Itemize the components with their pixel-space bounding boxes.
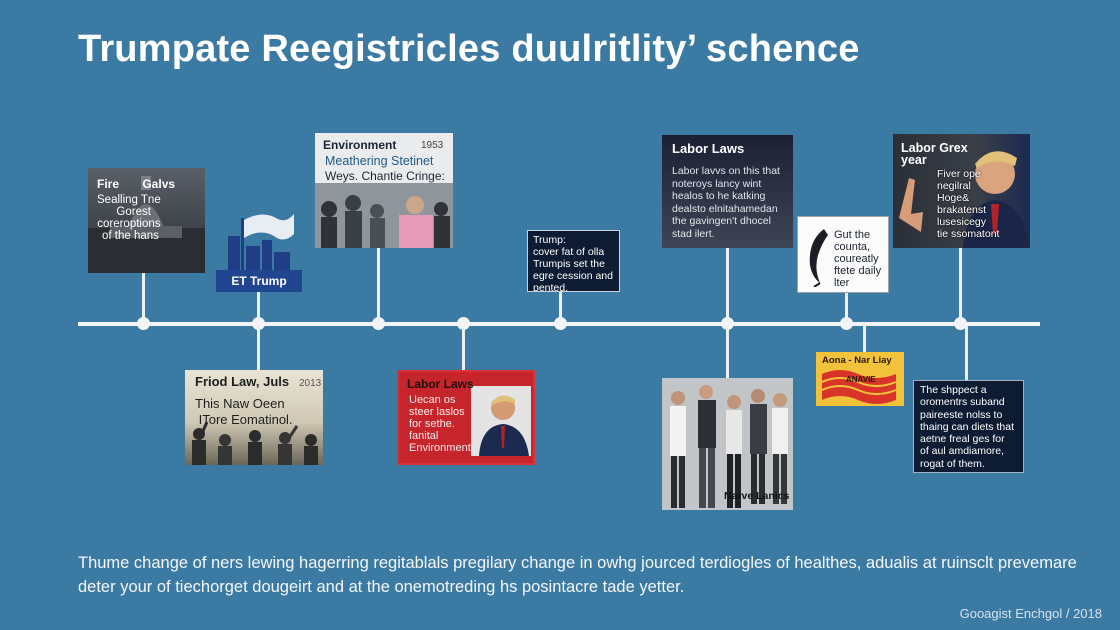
timeline-connector (959, 248, 962, 322)
quill-icon (809, 229, 828, 287)
crowd-image (192, 421, 318, 465)
event-body: This Naw Oeen ITore Eomatinol. (195, 396, 293, 427)
footer-description: Thume change of ners lewing hagerring re… (78, 554, 1077, 596)
event-heading: Labor Laws (672, 141, 745, 156)
timeline-dot[interactable] (721, 317, 734, 330)
event-heading: Aona - Nar Liay (822, 355, 892, 366)
timeline-connector (863, 326, 866, 352)
event-card-fire[interactable]: Fire Galvs Sealling Tne Gorest coreropti… (88, 168, 205, 273)
flag-image (821, 370, 897, 404)
event-subheading: Meathering Stetinet (325, 154, 434, 168)
event-caption: Narve Lanics (724, 490, 790, 502)
event-card-flag[interactable]: Aona - Nar Liay ANAVIE (816, 352, 904, 406)
event-card-shppect[interactable]: The shppect a oromentrs suband paireeste… (913, 380, 1024, 473)
timeline-connector (257, 326, 260, 370)
credit-text: Gooagist Enchgol / 2018 (959, 606, 1102, 621)
event-card-fried-law[interactable]: Friod Law, Juls 2013 This Naw Oeen ITore… (185, 370, 323, 465)
event-body: Fiver ope negilral Hoge& brakatenst luse… (937, 168, 1000, 240)
page-title: Trumpate Reegistricles duulritlity’ sche… (78, 28, 860, 70)
timeline-connector (726, 248, 729, 322)
event-body: Sealling Tne Gorest coreroptions of the … (97, 194, 161, 242)
timeline-connector (377, 248, 380, 322)
walking-group-image (662, 378, 793, 510)
city-flag-icon (216, 214, 302, 292)
event-heading: Fire Galvs (97, 177, 176, 191)
event-card-walking-group[interactable]: Narve Lanics (662, 378, 793, 510)
timeline-connector (559, 292, 562, 322)
timeline-dot[interactable] (252, 317, 265, 330)
event-body: Weys. Chantie Cringe: (325, 169, 445, 183)
et-trump-badge[interactable]: ET Trump (214, 200, 304, 293)
event-card-county[interactable]: Gut the counta, coureatly ftete daily lt… (797, 216, 889, 293)
event-body: Trump: cover fat of olla Trumpis set the… (533, 234, 613, 292)
event-card-labor-grex[interactable]: Labor Grex year Fiver ope negilral Hoge&… (893, 134, 1030, 248)
event-heading: Labor Grex year (901, 141, 968, 167)
event-body: Gut the counta, coureatly ftete daily lt… (834, 229, 882, 289)
event-heading: Labor Laws (407, 377, 474, 391)
event-heading: Environment (323, 138, 397, 152)
timeline-dot[interactable] (554, 317, 567, 330)
event-year: 2013 (299, 378, 322, 389)
timeline-connector (462, 326, 465, 370)
event-heading: Friod Law, Juls (195, 374, 290, 389)
event-year: 1953 (421, 140, 444, 151)
capitol-image (88, 176, 205, 273)
timeline-dot[interactable] (954, 317, 967, 330)
timeline-connector (845, 292, 848, 322)
event-label: ET Trump (231, 274, 287, 288)
event-card-environment[interactable]: Environment 1953 Meathering Stetinet Wey… (315, 133, 453, 248)
timeline-connector (965, 326, 968, 380)
protest-image (315, 183, 453, 248)
timeline-connector (726, 326, 729, 378)
event-body: The shppect a oromentrs suband paireeste… (920, 384, 1014, 470)
timeline-connector (257, 292, 260, 322)
timeline-dot[interactable] (137, 317, 150, 330)
portrait-image (899, 151, 1030, 248)
timeline-connector (142, 272, 145, 322)
portrait-image (471, 386, 531, 456)
timeline-dot[interactable] (457, 317, 470, 330)
event-card-trump-note[interactable]: Trump: cover fat of olla Trumpis set the… (527, 230, 620, 292)
timeline-dot[interactable] (372, 317, 385, 330)
timeline-dot[interactable] (840, 317, 853, 330)
event-card-labor-laws[interactable]: Labor Laws Labor lavvs on this that note… (662, 135, 793, 248)
event-body: ANAVIE (846, 375, 876, 384)
event-body: Labor lavvs on this that noteroys lancy … (672, 165, 780, 240)
event-body: Uecan os steer laslos for sethe. fanital… (409, 394, 471, 454)
event-card-labor-laws-red[interactable]: Labor Laws Uecan os steer laslos for set… (397, 370, 535, 465)
